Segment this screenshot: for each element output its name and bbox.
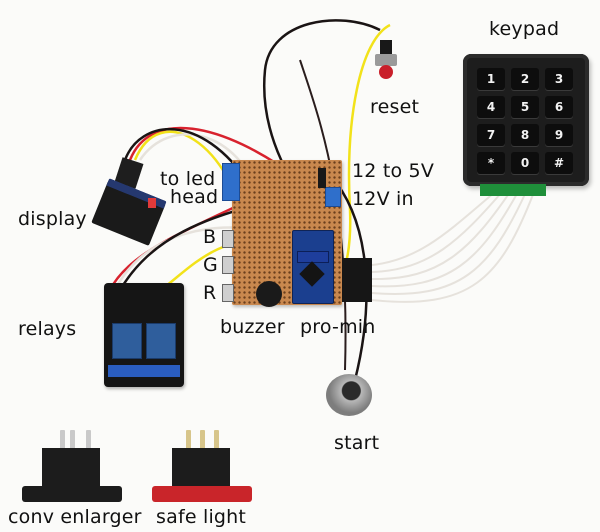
keypad-key: 4 bbox=[477, 96, 505, 118]
label-g: G bbox=[203, 254, 218, 276]
led-pin-g bbox=[222, 256, 234, 274]
label-buzzer: buzzer bbox=[220, 316, 285, 338]
label-keypad: keypad bbox=[489, 18, 560, 40]
led-pin-b bbox=[222, 230, 234, 248]
display-tab bbox=[148, 198, 156, 208]
buzzer bbox=[256, 281, 282, 307]
label-start: start bbox=[334, 432, 380, 454]
keypad-key: 2 bbox=[511, 68, 539, 90]
keypad-key: 5 bbox=[511, 96, 539, 118]
label-r: R bbox=[203, 282, 217, 304]
keypad-key: 1 bbox=[477, 68, 505, 90]
keypad-key: 7 bbox=[477, 124, 505, 146]
keypad-key: 3 bbox=[545, 68, 573, 90]
relay-module bbox=[104, 283, 184, 387]
keypad-key: 8 bbox=[511, 124, 539, 146]
socket-conv-enlarger bbox=[20, 428, 124, 506]
start-button bbox=[326, 374, 372, 416]
keypad-connector bbox=[480, 184, 546, 196]
label-safe-light: safe light bbox=[156, 506, 247, 528]
label-pro-mini: pro-min bbox=[300, 316, 376, 338]
label-12-to-5v: 12 to 5V bbox=[352, 160, 435, 182]
keypad-key: * bbox=[477, 152, 505, 174]
socket-safe-light bbox=[150, 428, 254, 506]
keypad-key: 0 bbox=[511, 152, 539, 174]
keypad-key: 9 bbox=[545, 124, 573, 146]
terminal-led-head bbox=[222, 163, 240, 201]
label-display: display bbox=[18, 208, 87, 230]
reset-button bbox=[375, 40, 397, 84]
regulator-12-to-5v bbox=[318, 168, 326, 188]
label-relays: relays bbox=[18, 318, 77, 340]
label-to-led: to led bbox=[160, 168, 216, 190]
keypad-key: # bbox=[545, 152, 573, 174]
label-reset: reset bbox=[370, 96, 420, 118]
keypad-header bbox=[342, 258, 372, 302]
keypad-key: 6 bbox=[545, 96, 573, 118]
terminal-12v-in bbox=[325, 187, 341, 207]
oled-display bbox=[91, 178, 167, 246]
label-head: head bbox=[170, 186, 219, 208]
label-conv-enlarger: conv enlarger bbox=[8, 506, 142, 528]
pro-mini-board bbox=[292, 230, 334, 304]
led-pin-r bbox=[222, 284, 234, 302]
label-b: B bbox=[203, 226, 217, 248]
label-12v-in: 12V in bbox=[352, 188, 414, 210]
